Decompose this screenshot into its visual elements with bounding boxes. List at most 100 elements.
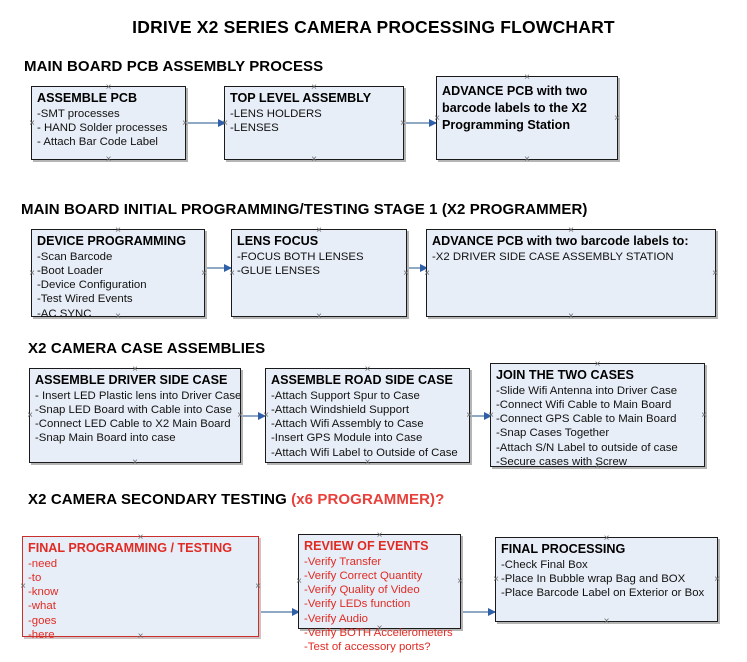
connection-handle-left[interactable] (26, 411, 35, 420)
node-title: ASSEMBLE ROAD SIDE CASE (271, 373, 453, 387)
node-line: -LENS HOLDERS (230, 107, 322, 120)
node-line: -SMT processes (37, 107, 120, 120)
connection-handle-right[interactable] (613, 114, 622, 123)
connection-handle-bottom[interactable] (523, 155, 532, 164)
connection-handle-right[interactable] (402, 269, 411, 278)
connection-handle-left[interactable] (228, 269, 237, 278)
section-heading-x2-camera-secondary-testing: X2 CAMERA SECONDARY TESTING (x6 PROGRAMM… (28, 491, 444, 508)
connection-handle-bottom[interactable] (104, 155, 113, 164)
node-lens-focus[interactable]: LENS FOCUS -FOCUS BOTH LENSES -GLUE LENS… (231, 229, 407, 317)
connection-handle-bottom[interactable] (363, 458, 372, 467)
connection-handle-right[interactable] (254, 582, 263, 591)
node-title: FINAL PROGRAMMING / TESTING (28, 541, 233, 555)
connection-handle-left[interactable] (28, 269, 37, 278)
node-assemble-pcb[interactable]: ASSEMBLE PCB -SMT processes - HAND Solde… (31, 86, 186, 160)
node-line: - Attach Bar Code Label (37, 136, 158, 149)
connection-handle-bottom[interactable] (375, 624, 384, 633)
connection-handle-bottom[interactable] (136, 632, 145, 641)
node-advance-pcb-to-x2-programming-station[interactable]: ADVANCE PCB with two barcode labels to t… (436, 76, 618, 160)
connection-handle-bottom[interactable] (315, 312, 324, 321)
node-title: REVIEW OF EVENTS (304, 539, 429, 553)
node-title: ADVANCE PCB with two barcode labels to: (432, 234, 689, 248)
connection-handle-right[interactable] (711, 269, 720, 278)
page-title: IDRIVE X2 SERIES CAMERA PROCESSING FLOWC… (132, 17, 615, 37)
section-heading-text: X2 CAMERA CASE ASSEMBLIES (28, 340, 266, 357)
connection-handle-bottom[interactable] (310, 155, 319, 164)
node-line: -Attach S/N Label to outside of case (496, 441, 678, 454)
connection-handle-left[interactable] (262, 411, 271, 420)
node-line: -Verify LEDs function (304, 598, 411, 611)
node-line: -Place Barcode Label on Exterior or Box (501, 587, 705, 600)
node-line: -Verify Correct Quantity (304, 569, 423, 582)
connection-handle-right[interactable] (456, 577, 465, 586)
section-heading-text: MAIN BOARD PCB ASSEMBLY PROCESS (24, 58, 324, 75)
connection-handle-top[interactable] (104, 83, 113, 92)
connection-handle-top[interactable] (136, 533, 145, 542)
node-top-level-assembly[interactable]: TOP LEVEL ASSEMBLY -LENS HOLDERS -LENSES (224, 86, 404, 160)
connection-handle-right[interactable] (200, 269, 209, 278)
node-assemble-driver-side-case[interactable]: ASSEMBLE DRIVER SIDE CASE - Insert LED P… (29, 368, 241, 463)
connection-handle-bottom[interactable] (593, 462, 602, 471)
node-line: -Insert GPS Module into Case (271, 432, 423, 445)
node-line: -Test Wired Events (37, 293, 133, 306)
connection-handle-top[interactable] (523, 73, 532, 82)
node-line: -FOCUS BOTH LENSES (237, 250, 364, 263)
connection-handle-left[interactable] (433, 114, 442, 123)
connection-handle-left[interactable] (423, 269, 432, 278)
connection-handle-top[interactable] (602, 534, 611, 543)
node-title: DEVICE PROGRAMMING (37, 234, 187, 248)
node-line: -Check Final Box (501, 558, 588, 571)
node-advance-pcb-to-driver-side-case-assembly[interactable]: ADVANCE PCB with two barcode labels to: … (426, 229, 716, 317)
connection-handle-left[interactable] (295, 577, 304, 586)
section-heading-text: X2 CAMERA SECONDARY TESTING (28, 491, 292, 508)
connection-handle-bottom[interactable] (567, 312, 576, 321)
connection-handle-bottom[interactable] (131, 458, 140, 467)
node-title: TOP LEVEL ASSEMBLY (230, 91, 372, 105)
connector-device-programming-to-lens-focus (207, 263, 232, 272)
node-line: -Attach Wifi Assembly to Case (271, 418, 424, 431)
connection-handle-right[interactable] (713, 575, 722, 584)
connection-handle-top[interactable] (375, 531, 384, 540)
connection-handle-top[interactable] (131, 365, 140, 374)
node-line: -Attach Windshield Support (271, 403, 410, 416)
node-line: -Attach Support Spur to Case (271, 389, 420, 402)
node-line: - Insert LED Plastic lens into Driver Ca… (35, 389, 242, 402)
connector-final-programming-to-review-of-events (261, 607, 300, 616)
connection-handle-top[interactable] (310, 83, 319, 92)
node-line: -GLUE LENSES (237, 264, 320, 277)
connection-handle-top[interactable] (315, 226, 324, 235)
connection-handle-bottom[interactable] (602, 617, 611, 626)
node-line: -Connect GPS Cable to Main Board (496, 413, 677, 426)
node-device-programming[interactable]: DEVICE PROGRAMMING -Scan Barcode -Boot L… (28, 226, 205, 320)
node-line: -what (28, 600, 56, 613)
node-title: JOIN THE TWO CASES (496, 368, 634, 382)
connection-handle-left[interactable] (487, 411, 496, 420)
section-heading-x2-camera-case-assemblies: X2 CAMERA CASE ASSEMBLIES (28, 340, 265, 357)
node-line: -Device Configuration (37, 279, 147, 292)
connection-handle-top[interactable] (567, 226, 576, 235)
connection-handle-top[interactable] (114, 226, 123, 235)
connection-handle-right[interactable] (700, 411, 709, 420)
node-line: -Connect LED Cable to X2 Main Board (35, 418, 231, 431)
node-review-of-events[interactable]: REVIEW OF EVENTS -Verify Transfer -Verif… (295, 531, 461, 653)
node-final-programming-testing[interactable]: FINAL PROGRAMMING / TESTING -need -to -k… (19, 533, 259, 641)
node-line: -Snap LED Board with Cable into Case (35, 403, 232, 416)
node-line: -Boot Loader (37, 264, 103, 277)
section-heading-main-board-pcb-assembly-process: MAIN BOARD PCB ASSEMBLY PROCESS (24, 58, 323, 75)
connection-handle-left[interactable] (492, 575, 501, 584)
node-assemble-road-side-case[interactable]: ASSEMBLE ROAD SIDE CASE -Attach Support … (265, 368, 470, 463)
connection-handle-top[interactable] (363, 365, 372, 374)
connection-handle-left[interactable] (28, 119, 37, 128)
node-final-processing[interactable]: FINAL PROCESSING -Check Final Box -Place… (495, 537, 718, 622)
node-line: -know (28, 586, 59, 599)
node-line: -need (28, 557, 58, 570)
connector-top-level-assembly-to-advance-pcb (406, 118, 437, 127)
connection-handle-bottom[interactable] (114, 312, 123, 321)
node-line: -goes (28, 614, 57, 627)
connection-handle-left[interactable] (19, 582, 28, 591)
node-line: -Snap Cases Together (496, 427, 610, 440)
node-join-the-two-cases[interactable]: JOIN THE TWO CASES -Slide Wifi Antenna i… (487, 360, 705, 468)
connection-handle-top[interactable] (593, 360, 602, 369)
connection-handle-left[interactable] (221, 119, 230, 128)
